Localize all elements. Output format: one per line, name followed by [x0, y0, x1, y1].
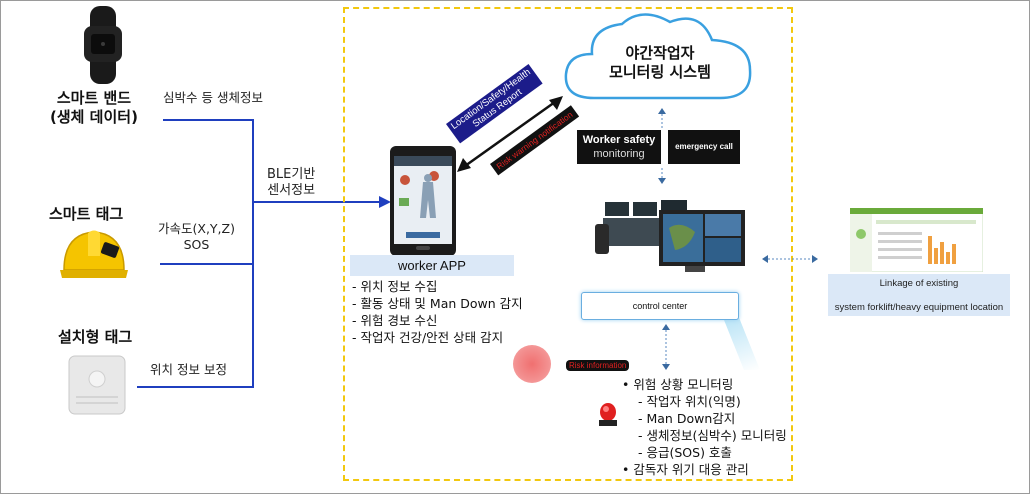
fixed-tag-connector [137, 386, 253, 388]
vertical-bus [252, 119, 254, 388]
cloud-shape [564, 13, 752, 100]
ble-label-line1: BLE기반 [267, 167, 316, 182]
worker-app-features: - 위치 정보 수집 - 활동 상태 및 Man Down 감지 - 위험 경보… [352, 278, 523, 346]
smart-band-image [84, 6, 122, 84]
emergency-call-button[interactable]: emergency call [668, 130, 740, 164]
feature-warning: - 위험 경보 수신 [352, 313, 438, 328]
cloud-title-line2: 모니터링 시스템 [609, 63, 711, 81]
monitoring-list: • 위험 상황 모니터링 - 작업자 위치(익명) - Man Down감지 -… [622, 376, 787, 478]
fixed-tag-image [68, 355, 126, 415]
cloud-title: 야간작업자 모니터링 시스템 [585, 44, 735, 82]
risk-information-label: Risk information [566, 360, 630, 371]
smart-band-title: 스마트 밴드 (생체 데이터) [50, 89, 138, 127]
monitoring-item-location: - 작업자 위치(익명) [638, 394, 741, 409]
fixed-tag-note: 위치 정보 보정 [150, 362, 227, 377]
smart-helmet-image [60, 230, 128, 278]
smart-tag-note: 가속도(X,Y,Z) SOS [158, 221, 235, 253]
risk-indicator-circle [513, 345, 551, 383]
feature-location: - 위치 정보 수집 [352, 279, 438, 294]
monitoring-footer: • 감독자 위기 대응 관리 [622, 462, 749, 477]
smart-band-title-line1: 스마트 밴드 [56, 89, 132, 107]
external-system-label: Linkage of existing system forklift/heav… [828, 274, 1010, 316]
fixed-tag-title: 설치형 태그 [58, 328, 133, 346]
tag-connector [160, 263, 253, 265]
band-connector [163, 119, 253, 121]
external-system-line1: Linkage of existing [879, 278, 959, 289]
cloud-app-arrow [457, 96, 563, 172]
worker-safety-line2: monitoring [593, 148, 645, 160]
smart-tag-note-line1: 가속도(X,Y,Z) [158, 221, 235, 236]
external-link-arrow [762, 255, 818, 263]
smart-band-title-line2: (생체 데이터) [50, 108, 138, 126]
smart-tag-note-line2: SOS [183, 237, 210, 252]
worker-safety-monitoring-button[interactable]: Worker safety monitoring [577, 130, 661, 164]
ble-arrow-line [253, 201, 381, 203]
monitoring-item-biometric: - 생체정보(심박수) 모니터링 [638, 428, 787, 443]
monitoring-item-sos: - 응급(SOS) 호출 [638, 445, 732, 460]
cloud-title-line1: 야간작업자 [625, 44, 695, 62]
ble-label: BLE기반 센서정보 [267, 167, 315, 199]
feature-health: - 작업자 건강/안전 상태 감지 [352, 330, 504, 345]
system-boundary [343, 7, 793, 481]
center-to-monitoring-arrow [662, 324, 670, 370]
smart-tag-title: 스마트 태그 [49, 205, 124, 223]
ble-arrowhead [379, 196, 391, 208]
external-system-line2: system forklift/heavy equipment location [834, 302, 1004, 313]
worker-safety-line1: Worker safety [582, 134, 656, 146]
cloud-to-buttons-arrow [658, 108, 666, 128]
worker-phone-image [390, 146, 456, 256]
smart-band-note: 심박수 등 생체정보 [163, 90, 263, 105]
monitoring-heading: • 위험 상황 모니터링 [622, 377, 734, 392]
siren-icon [599, 403, 617, 426]
control-room-image [585, 188, 755, 280]
control-center-box: control center [581, 292, 739, 320]
buttons-to-center-arrow [658, 168, 666, 184]
feature-mandown: - 활동 상태 및 Man Down 감지 [352, 296, 523, 311]
monitoring-item-mandown: - Man Down감지 [638, 411, 736, 426]
ble-label-line2: 센서정보 [267, 183, 316, 198]
worker-app-label: worker APP [350, 255, 514, 276]
external-system-screenshot [850, 208, 983, 272]
